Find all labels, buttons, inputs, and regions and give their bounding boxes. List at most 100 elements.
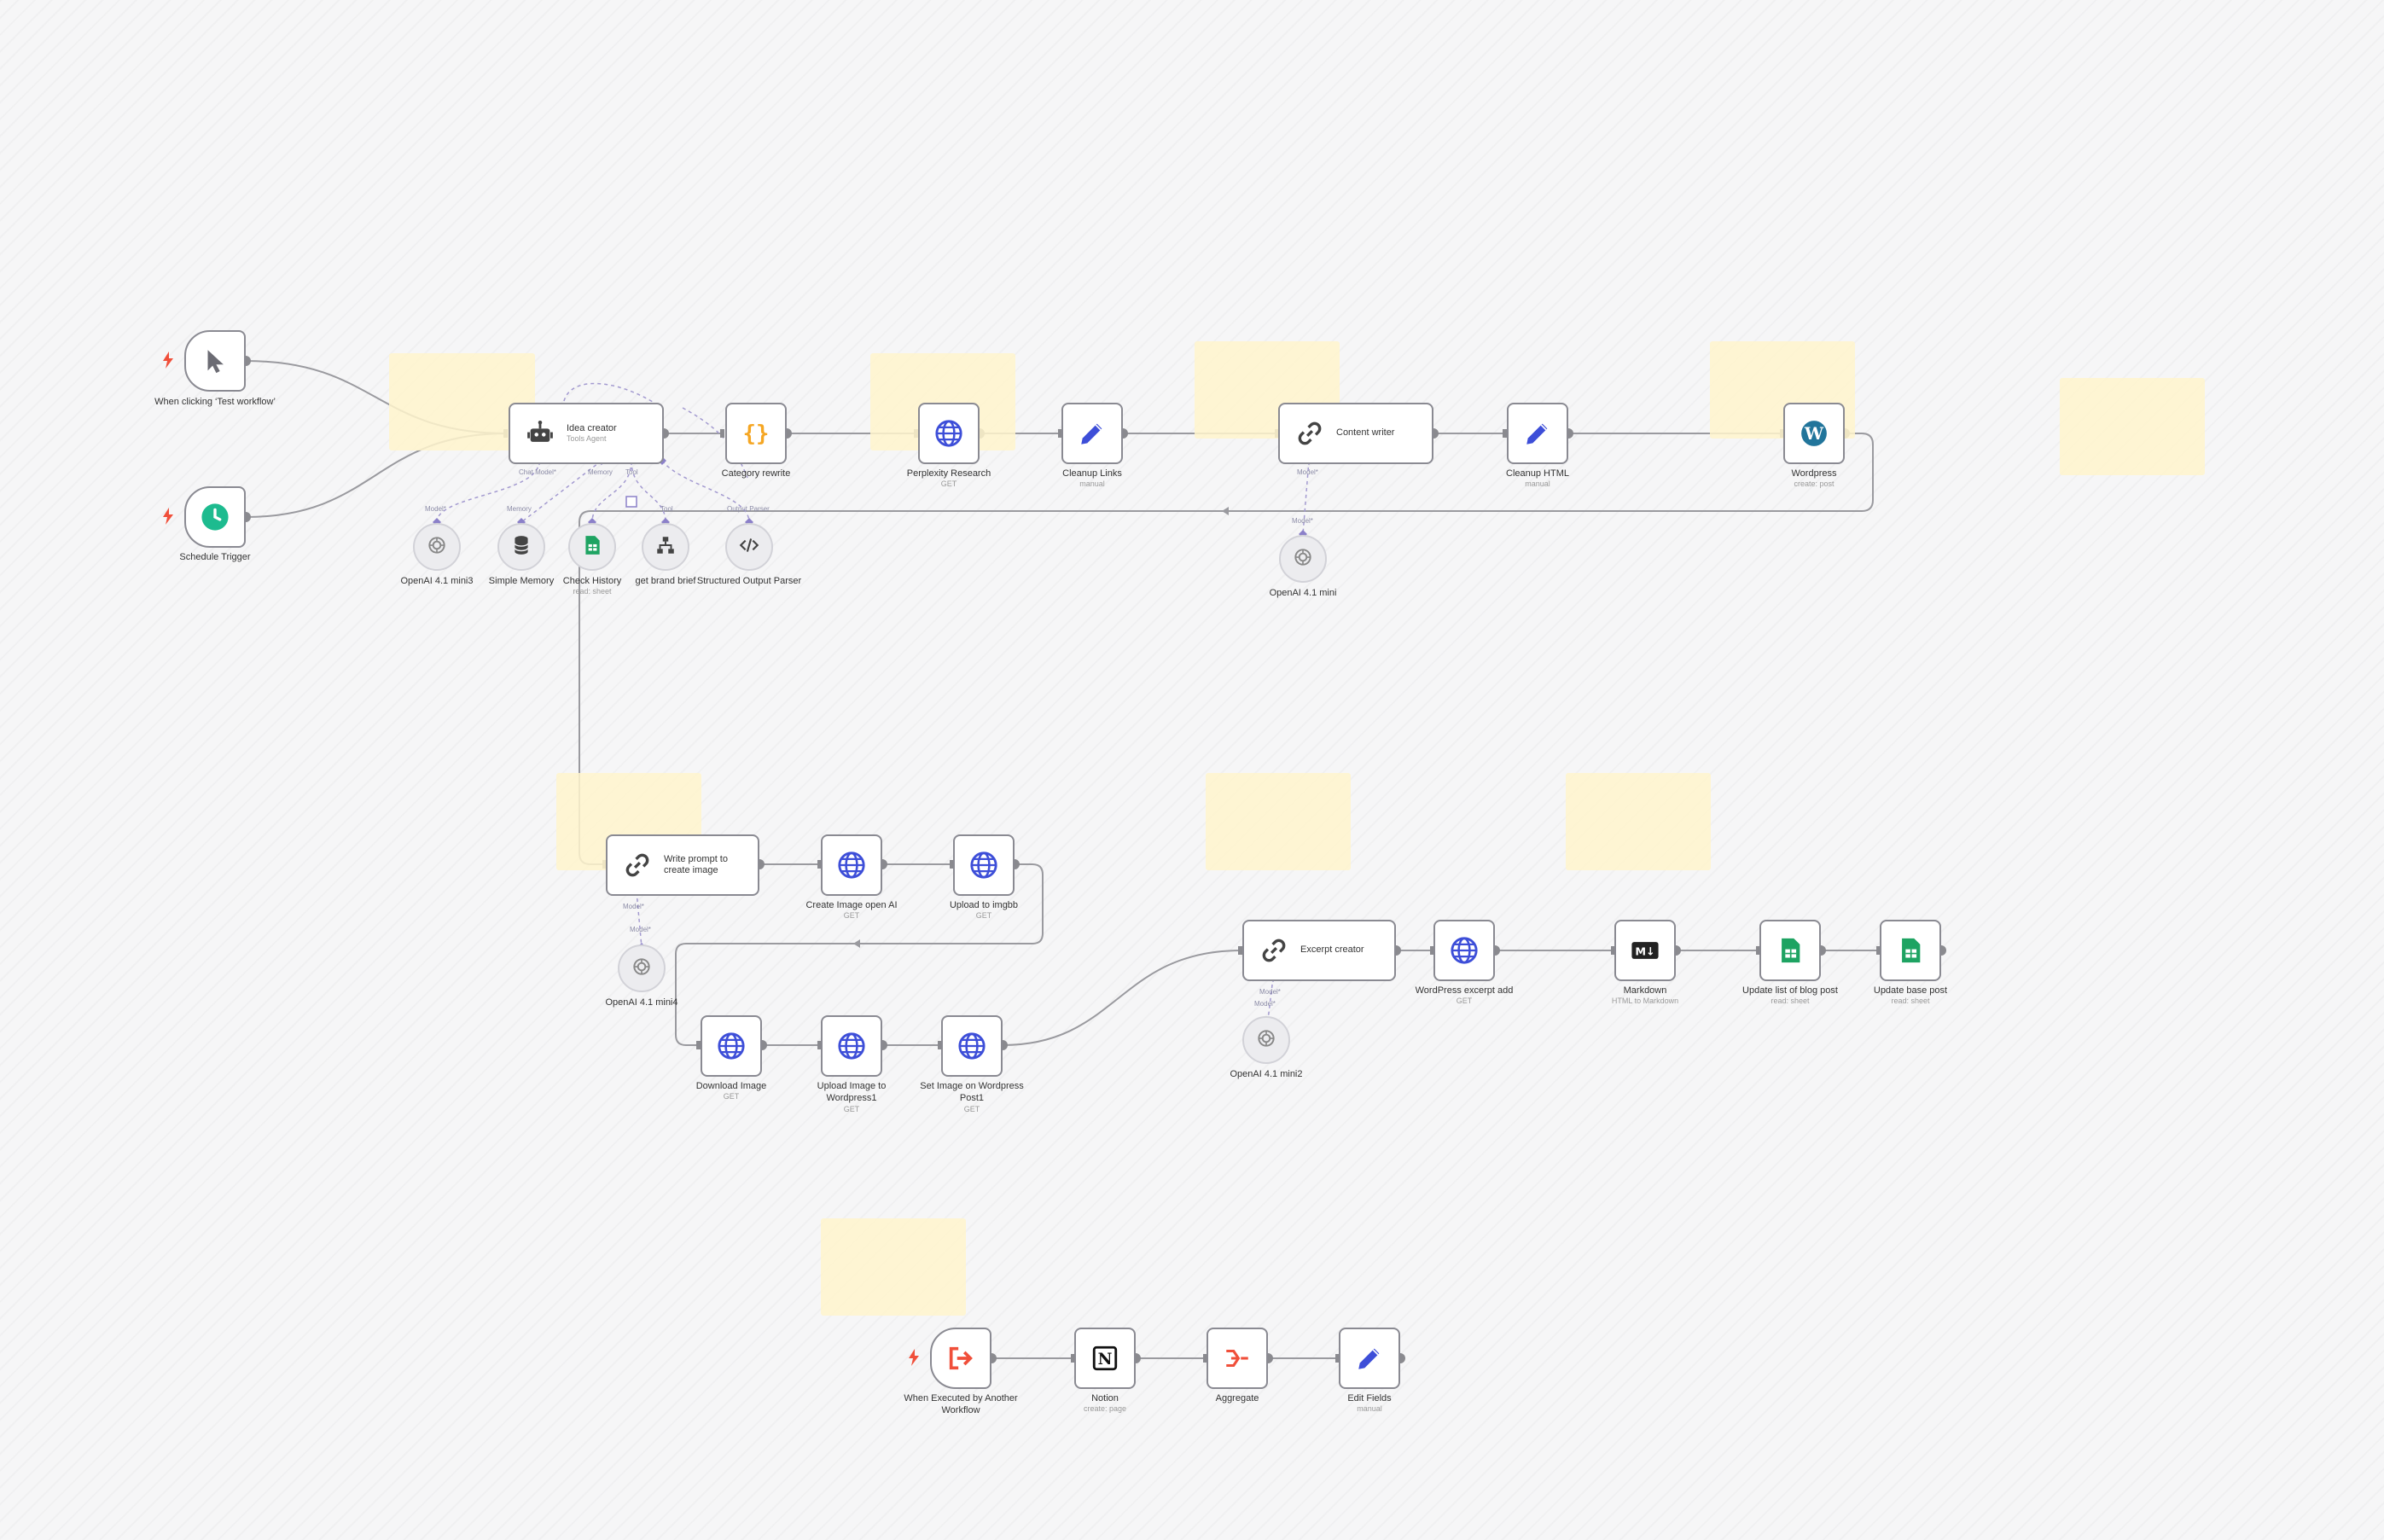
- database-icon: [510, 534, 532, 561]
- node-title: Write prompt to create image: [664, 853, 728, 875]
- globe-icon: [837, 851, 866, 880]
- sticky-note[interactable]: [821, 1218, 966, 1316]
- port-label: Tool: [660, 505, 673, 513]
- node-write-prompt[interactable]: Write prompt to create image: [606, 834, 759, 896]
- node-execute-trigger[interactable]: [930, 1328, 991, 1389]
- port-label: Model*: [1254, 1000, 1276, 1008]
- sheets-icon: [1896, 936, 1925, 965]
- notion-icon: N: [1090, 1344, 1119, 1373]
- pencil-icon: [1355, 1344, 1384, 1373]
- node-download-image[interactable]: [701, 1015, 762, 1077]
- subnode-structured-output-parser[interactable]: [725, 523, 773, 571]
- node-schedule-trigger[interactable]: [184, 486, 246, 548]
- subnode-openai-mini3[interactable]: [413, 523, 461, 571]
- wire-setimage-to-excerpt: [1002, 950, 1242, 1046]
- subnode-openai-mini[interactable]: [1279, 535, 1327, 583]
- node-aggregate[interactable]: [1207, 1328, 1268, 1389]
- clock-icon: [201, 503, 230, 532]
- markdown-icon: M↓: [1631, 936, 1660, 965]
- node-label: Category rewrite: [721, 468, 791, 479]
- subnode-openai-mini4[interactable]: [618, 944, 666, 992]
- node-manual-trigger[interactable]: [184, 330, 246, 392]
- subnode-simple-memory[interactable]: [497, 523, 545, 571]
- globe-icon: [957, 1032, 986, 1061]
- node-wordpress-excerpt[interactable]: [1433, 920, 1495, 981]
- braces-icon: {}: [741, 419, 770, 448]
- node-update-base[interactable]: [1880, 920, 1941, 981]
- node-update-list[interactable]: [1759, 920, 1821, 981]
- node-edit-fields[interactable]: [1339, 1328, 1400, 1389]
- aggregate-icon: [1223, 1344, 1252, 1373]
- sticky-note[interactable]: [1566, 773, 1711, 870]
- port-label: Model*: [425, 505, 446, 513]
- node-category-rewrite[interactable]: {}: [725, 403, 787, 464]
- port-label: Memory: [507, 505, 532, 513]
- node-label: When Executed by Another Workflow: [904, 1393, 1018, 1416]
- node-label: get brand brief: [635, 576, 696, 586]
- trigger-bolt-icon: [909, 1349, 919, 1366]
- svg-text:M↓: M↓: [1635, 946, 1654, 959]
- node-label: Simple Memory: [488, 576, 555, 586]
- node-wordpress[interactable]: W: [1783, 403, 1845, 464]
- openai-icon: [1255, 1027, 1277, 1054]
- port-label: Tool: [625, 468, 638, 476]
- node-cleanup-links[interactable]: [1061, 403, 1123, 464]
- wordpress-icon: W: [1800, 419, 1829, 448]
- link-icon: [1295, 419, 1324, 448]
- trigger-bolt-icon: [163, 508, 173, 525]
- node-title: Excerpt creator: [1300, 944, 1364, 956]
- node-label: Structured Output Parser: [696, 576, 802, 586]
- port-label: Chat Model*: [519, 468, 557, 476]
- openai-icon: [426, 534, 448, 561]
- node-content-writer[interactable]: Content writer: [1278, 403, 1433, 464]
- globe-icon: [969, 851, 998, 880]
- node-create-image[interactable]: [821, 834, 882, 896]
- cursor-icon: [201, 346, 230, 375]
- node-upload-imgbb[interactable]: [953, 834, 1015, 896]
- link-icon: [623, 851, 652, 880]
- node-label: When clicking ‘Test workflow’: [154, 397, 276, 407]
- node-idea-creator[interactable]: Idea creator Tools Agent: [509, 403, 664, 464]
- port-label: Model*: [1297, 468, 1318, 476]
- node-excerpt-creator[interactable]: Excerpt creator: [1242, 920, 1396, 981]
- svg-text:{}: {}: [743, 421, 770, 447]
- sticky-note[interactable]: [1206, 773, 1351, 870]
- node-notion[interactable]: N: [1074, 1328, 1136, 1389]
- port-label: Output Parser: [727, 505, 770, 513]
- globe-icon: [934, 419, 963, 448]
- node-cleanup-html[interactable]: [1507, 403, 1568, 464]
- node-label: Aggregate: [1215, 1393, 1259, 1403]
- port-label: Model*: [1259, 988, 1281, 996]
- node-label: OpenAI 4.1 mini4: [605, 997, 678, 1008]
- node-markdown[interactable]: M↓: [1614, 920, 1676, 981]
- subnode-openai-mini2[interactable]: [1242, 1016, 1290, 1064]
- openai-icon: [631, 956, 653, 982]
- node-label: OpenAI 4.1 mini3: [400, 576, 474, 586]
- sitemap-icon: [654, 534, 677, 561]
- exit-icon: [946, 1344, 975, 1373]
- sticky-note[interactable]: [2060, 378, 2205, 475]
- node-perplexity-research[interactable]: [918, 403, 980, 464]
- sheets-icon: [1776, 936, 1805, 965]
- node-label: OpenAI 4.1 mini2: [1230, 1069, 1303, 1079]
- node-set-image[interactable]: [941, 1015, 1003, 1077]
- node-upload-wordpress[interactable]: [821, 1015, 882, 1077]
- port-label: Model*: [1292, 517, 1313, 525]
- subnode-brand-brief[interactable]: [642, 523, 689, 571]
- robot-icon: [526, 419, 555, 448]
- subnode-check-history[interactable]: [568, 523, 616, 571]
